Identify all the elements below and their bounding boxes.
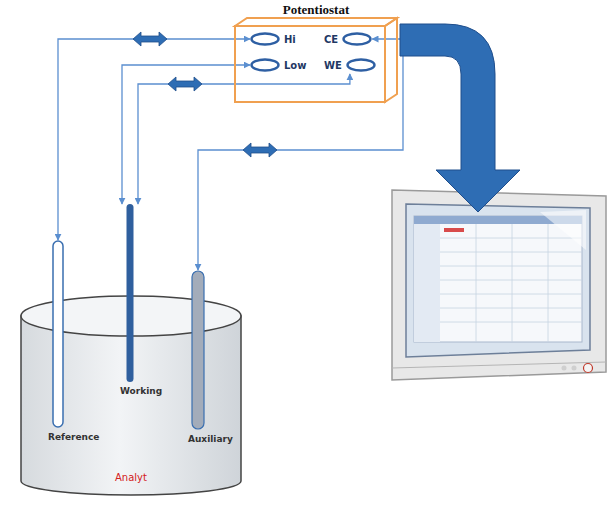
electrode: Auxiliary [188,270,208,445]
instrument-title: Potentiostat [228,2,404,18]
terminal-oval [346,58,376,72]
terminal-socket: CE [324,30,372,48]
software-window [414,216,582,342]
control-button [562,366,567,371]
potentiostat-box: PotentiostatHi CE Low WE [228,2,404,106]
terminal-oval [250,32,280,46]
double-arrow-icon [243,143,277,157]
electrode: Working [120,204,140,397]
signal-wire [58,39,250,240]
control-button [572,366,577,371]
analyte-beaker: Analyt Reference WorkingAuxiliary [16,196,246,502]
screen-mark [444,228,464,232]
monitor-casing [392,190,606,380]
terminal-socket: Low [250,56,306,74]
power-button [584,364,593,373]
electrode-label: Auxiliary [188,434,208,444]
terminal-socket: WE [324,56,376,74]
double-arrow-icon [168,77,202,91]
electrode-label: Reference [48,432,68,442]
instrument-housing [228,2,404,106]
screen-glare [540,210,586,250]
signal-wire [122,65,250,204]
terminal-label: Hi [284,34,296,45]
terminal-label: WE [324,60,342,71]
solution-label: Analyt [16,472,246,483]
terminal-oval [342,32,372,46]
electrode-rod [51,240,65,428]
electrode-rod [123,204,137,382]
data-grid [440,224,582,342]
terminal-oval [250,58,280,72]
signal-wire [138,74,350,204]
electrode: Reference [48,240,68,443]
window-sidebar [414,224,440,342]
electrode-rod [191,270,205,430]
terminal-label: Low [284,60,306,71]
terminal-label: CE [324,34,338,45]
terminal-socket: Hi [250,30,296,48]
data-flow-arrow [400,24,520,212]
monitor-screen [406,204,590,357]
electrode-label: Working [120,386,140,396]
signal-wire [198,39,403,270]
double-arrow-icon [133,32,167,46]
